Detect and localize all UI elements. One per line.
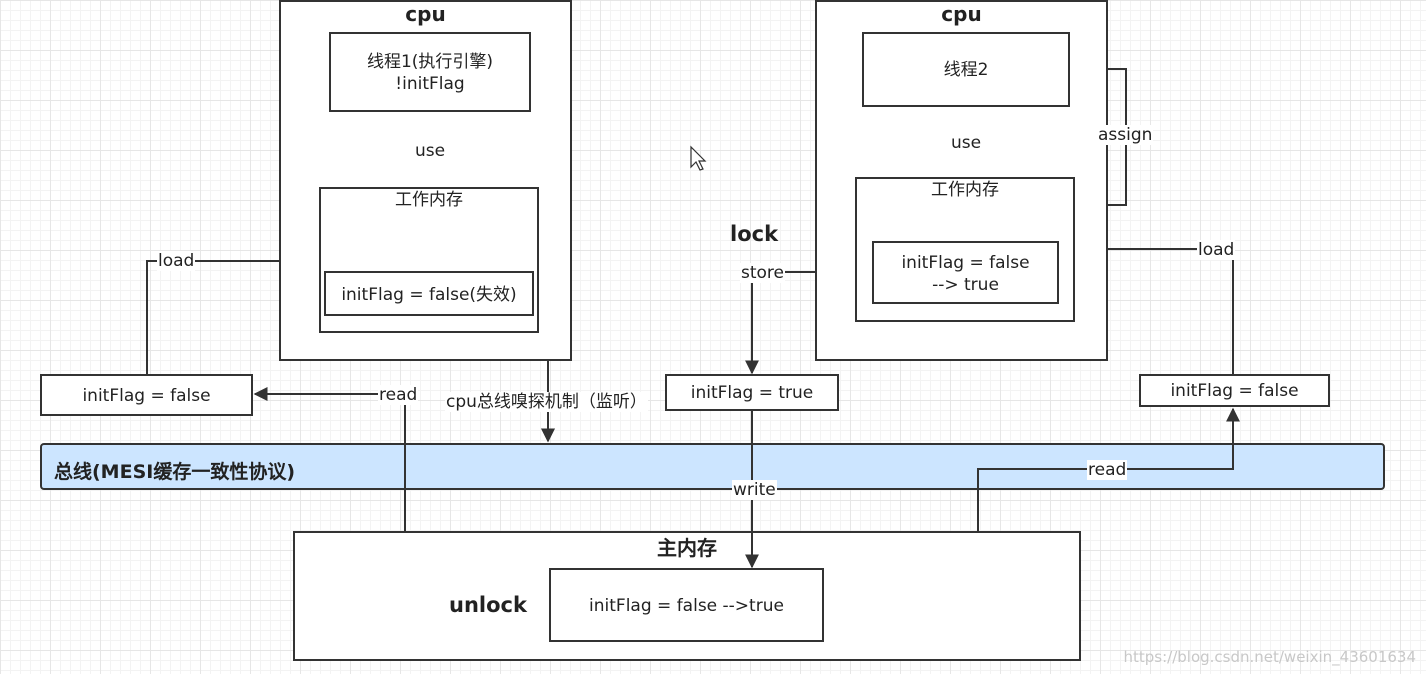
write-label-top: write bbox=[732, 480, 777, 500]
right-cache-value: initFlag = false bbox=[1170, 381, 1299, 401]
left-cpu-title: cpu bbox=[405, 2, 446, 26]
right-work-memory-value-line2: --> true bbox=[932, 275, 999, 295]
right-use-label: use bbox=[950, 133, 983, 153]
main-memory-title: 主内存 bbox=[657, 536, 717, 560]
left-work-memory-value-box bbox=[324, 271, 534, 316]
left-load-label: load bbox=[157, 251, 196, 271]
middle-cache-box bbox=[665, 374, 839, 411]
bus-bar: 总线(MESI缓存一致性协议) bbox=[40, 443, 1385, 490]
lock-label: lock bbox=[730, 222, 779, 246]
right-work-memory-value-line1: initFlag = false bbox=[901, 253, 1030, 273]
left-work-memory-title: 工作内存 bbox=[395, 190, 463, 210]
bus-label: 总线(MESI缓存一致性协议) bbox=[54, 461, 296, 483]
right-load-label: load bbox=[1197, 240, 1236, 260]
left-cache-box bbox=[40, 374, 253, 416]
store-label: store bbox=[740, 263, 785, 283]
left-read-label: read bbox=[378, 385, 419, 405]
unlock-label: unlock bbox=[449, 593, 527, 617]
left-work-memory-value: initFlag = false(失效) bbox=[341, 285, 517, 305]
left-use-label: use bbox=[414, 141, 447, 161]
left-cache-value: initFlag = false bbox=[82, 386, 211, 406]
left-thread-flag: !initFlag bbox=[395, 74, 465, 94]
watermark: https://blog.csdn.net/weixin_43601634 bbox=[1123, 648, 1416, 666]
middle-cache-value: initFlag = true bbox=[690, 383, 814, 403]
assign-label: assign bbox=[1097, 125, 1154, 145]
right-cache-box bbox=[1139, 374, 1330, 407]
right-read-label-top: read bbox=[1087, 460, 1128, 480]
right-thread-label: 线程2 bbox=[943, 60, 989, 80]
main-memory-value-box bbox=[549, 568, 824, 642]
left-thread-label: 线程1(执行引擎) bbox=[366, 52, 494, 72]
right-work-memory-value-box bbox=[872, 241, 1059, 304]
right-thread-box bbox=[862, 32, 1070, 107]
main-memory-value: initFlag = false -->true bbox=[589, 596, 784, 616]
sniff-label: cpu总线嗅探机制（监听） bbox=[445, 392, 648, 412]
mouse-cursor-icon bbox=[690, 145, 707, 171]
right-cpu-title: cpu bbox=[941, 2, 982, 26]
right-work-memory-title: 工作内存 bbox=[931, 180, 999, 200]
left-thread-box bbox=[329, 32, 531, 112]
